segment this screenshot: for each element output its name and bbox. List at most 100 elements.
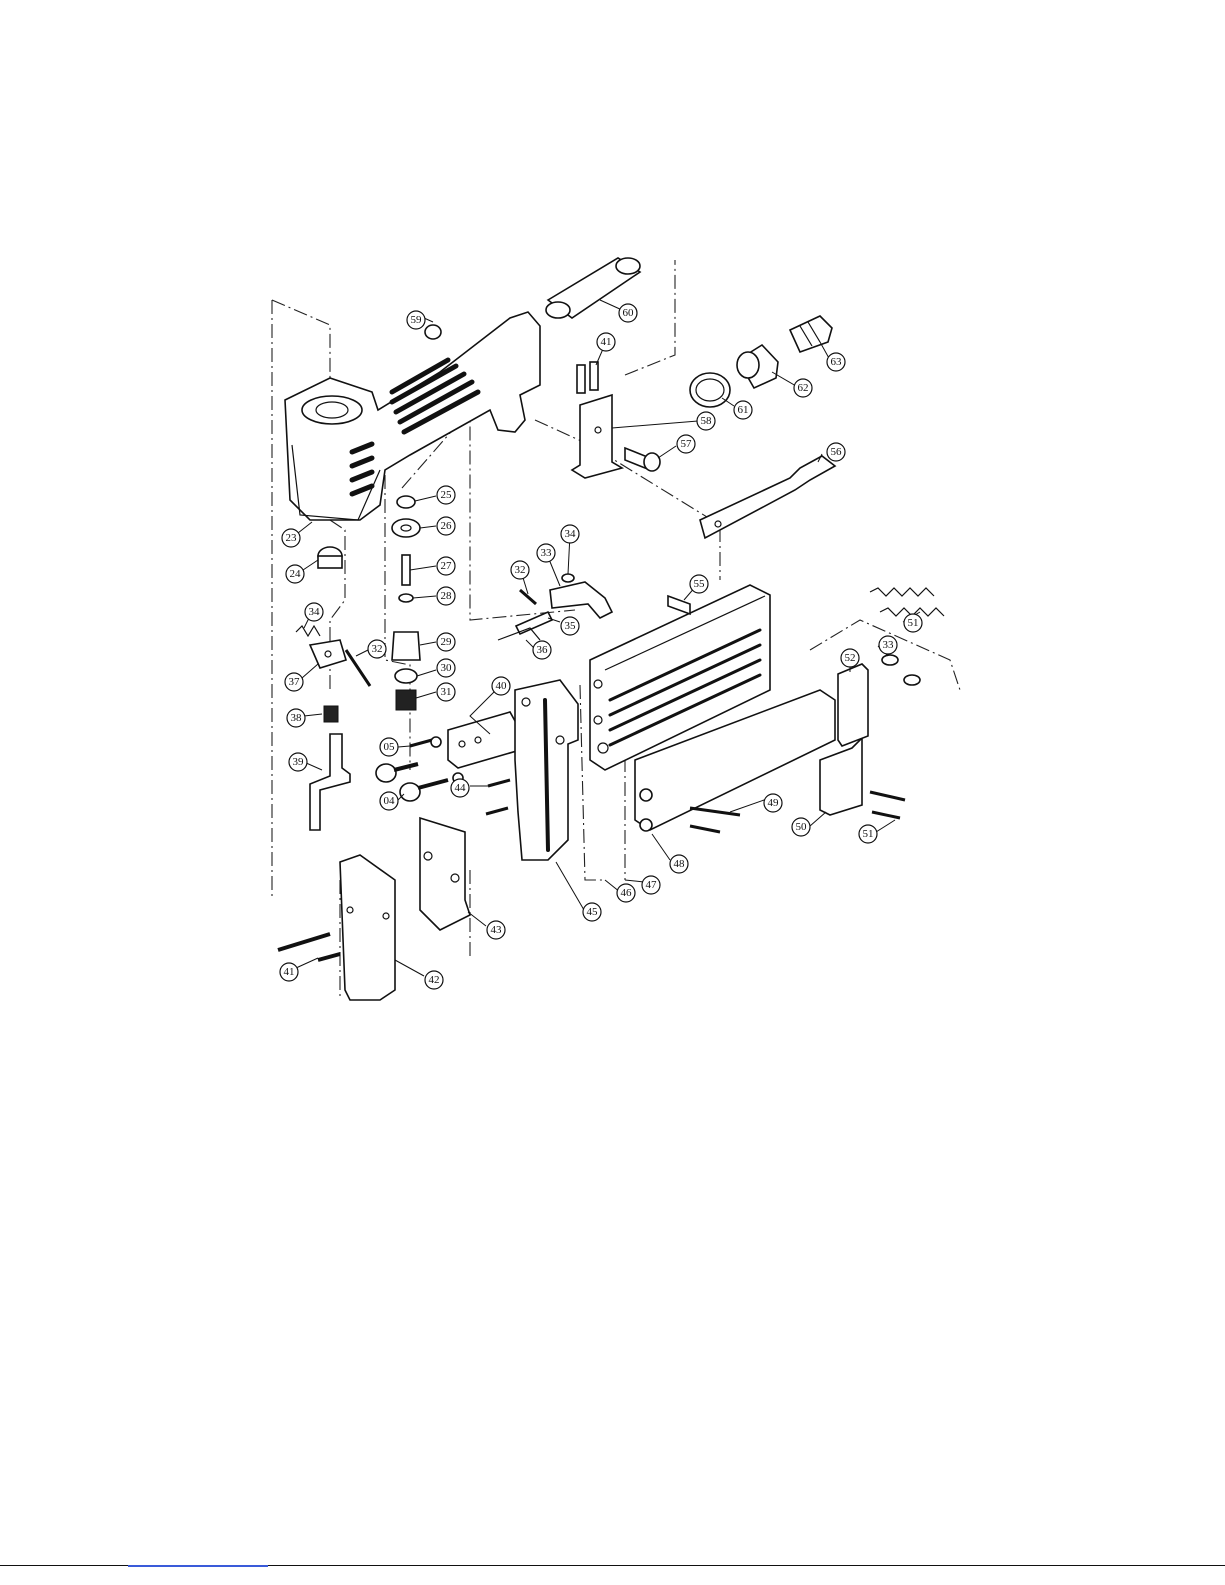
svg-text:52: 52 <box>845 652 856 664</box>
part-50-end-plate <box>820 738 862 815</box>
part-27-pin <box>402 555 410 585</box>
callout-63: 63 <box>827 353 845 371</box>
callout-34-left: 34 <box>305 603 323 621</box>
svg-text:33: 33 <box>541 547 553 559</box>
svg-text:41: 41 <box>601 336 612 348</box>
svg-text:40: 40 <box>496 680 508 692</box>
callout-61: 61 <box>734 401 752 419</box>
svg-text:28: 28 <box>441 590 453 602</box>
svg-text:39: 39 <box>293 756 305 768</box>
callout-44: 44 <box>451 779 469 797</box>
svg-text:57: 57 <box>681 438 693 450</box>
svg-text:46: 46 <box>621 887 633 899</box>
callout-62: 62 <box>794 379 812 397</box>
callout-60: 60 <box>619 304 637 322</box>
svg-text:31: 31 <box>441 686 452 698</box>
svg-text:63: 63 <box>831 356 843 368</box>
callout-50: 50 <box>792 818 810 836</box>
svg-text:61: 61 <box>738 404 749 416</box>
svg-text:05: 05 <box>384 741 396 753</box>
part-57-screw <box>625 448 660 471</box>
svg-text:30: 30 <box>441 662 453 674</box>
svg-text:23: 23 <box>286 532 298 544</box>
part-62-end-cap <box>737 345 778 388</box>
callout-57: 57 <box>677 435 695 453</box>
svg-text:42: 42 <box>429 974 440 986</box>
callout-51-right: 51 <box>859 825 877 843</box>
svg-text:45: 45 <box>587 906 599 918</box>
part-28-washer <box>399 594 413 602</box>
part-53-pin <box>882 655 920 685</box>
part-42-nose-cover <box>340 855 395 1000</box>
svg-text:32: 32 <box>515 564 526 576</box>
callout-27: 27 <box>437 557 455 575</box>
part-31-spring <box>396 690 416 710</box>
part-59-plug <box>425 325 441 339</box>
part-43-plate <box>420 818 470 930</box>
part-38-spring <box>324 706 338 722</box>
part-55-screw <box>668 596 690 614</box>
callout-41-top: 41 <box>597 333 615 351</box>
callout-47: 47 <box>642 876 660 894</box>
callout-43: 43 <box>487 921 505 939</box>
part-58-bracket <box>572 395 622 478</box>
svg-text:27: 27 <box>441 560 453 572</box>
svg-text:41: 41 <box>284 966 295 978</box>
callout-36: 36 <box>533 641 551 659</box>
callout-52: 52 <box>841 649 859 667</box>
callout-29: 29 <box>437 633 455 651</box>
svg-text:58: 58 <box>701 415 713 427</box>
callout-37: 37 <box>285 673 303 691</box>
svg-text:44: 44 <box>455 782 467 794</box>
svg-text:04: 04 <box>384 795 396 807</box>
svg-text:59: 59 <box>411 314 423 326</box>
part-45-nose-guide <box>515 680 578 860</box>
part-61-o-ring <box>690 373 730 407</box>
callout-58: 58 <box>697 412 715 430</box>
tool-body-housing <box>285 312 540 520</box>
callout-59: 59 <box>407 311 425 329</box>
part-32-pin-trigger <box>520 590 536 604</box>
part-30-o-ring <box>395 669 417 683</box>
callout-38: 38 <box>287 709 305 727</box>
svg-text:43: 43 <box>491 924 503 936</box>
callout-26: 26 <box>437 517 455 535</box>
svg-text:55: 55 <box>694 578 706 590</box>
svg-text:50: 50 <box>796 821 808 833</box>
callout-40: 40 <box>492 677 510 695</box>
part-63-air-fitting <box>790 316 832 352</box>
svg-text:35: 35 <box>565 620 577 632</box>
part-41-cap-screws-top <box>577 362 598 393</box>
callout-24: 24 <box>286 565 304 583</box>
callout-56: 56 <box>827 443 845 461</box>
callout-35: 35 <box>561 617 579 635</box>
svg-text:49: 49 <box>768 797 780 809</box>
callout-55: 55 <box>690 575 708 593</box>
callout-42: 42 <box>425 971 443 989</box>
part-44-screws <box>486 780 510 814</box>
callout-34-trigger: 34 <box>561 525 579 543</box>
part-41-cap-screws-bottom <box>278 934 340 960</box>
svg-text:51: 51 <box>863 828 874 840</box>
svg-text:37: 37 <box>289 676 301 688</box>
svg-text:48: 48 <box>674 858 686 870</box>
callout-45: 45 <box>583 903 601 921</box>
part-33-trigger <box>550 582 612 618</box>
svg-text:25: 25 <box>441 489 453 501</box>
callout-33-right: 33 <box>879 636 897 654</box>
svg-text:62: 62 <box>798 382 809 394</box>
svg-text:56: 56 <box>831 446 843 458</box>
svg-text:32: 32 <box>372 643 383 655</box>
part-37-trigger-block <box>310 640 346 668</box>
footer-link-underline[interactable] <box>128 1565 268 1567</box>
part-40-plate <box>448 712 520 768</box>
svg-text:34: 34 <box>565 528 577 540</box>
callout-54-springs: 51 <box>904 614 922 632</box>
svg-text:36: 36 <box>537 644 549 656</box>
callout-32-trigger: 32 <box>511 561 529 579</box>
part-24-cap <box>318 547 342 568</box>
svg-text:47: 47 <box>646 879 658 891</box>
svg-text:51: 51 <box>908 617 919 629</box>
callout-33-trigger: 33 <box>537 544 555 562</box>
